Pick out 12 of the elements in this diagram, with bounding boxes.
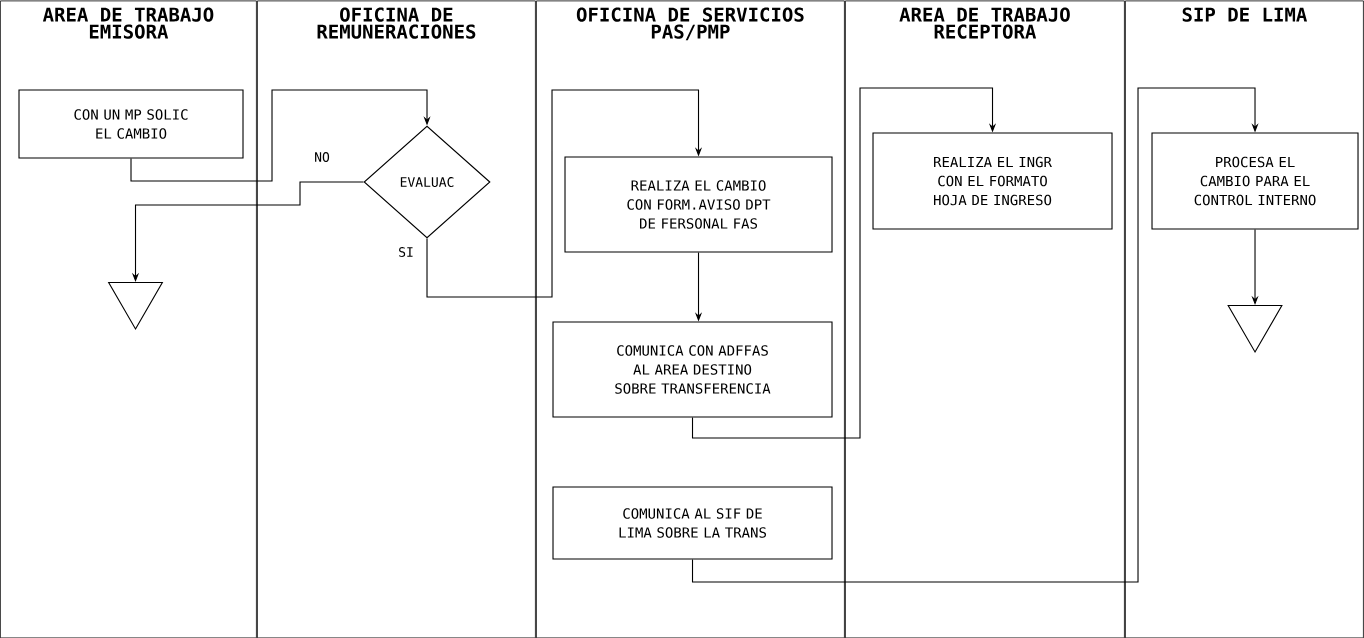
- arrow: [691, 87, 997, 439]
- process-box: PROCESA EL CAMBIO PARA EL CONTROL INTERNO: [1151, 132, 1359, 230]
- process-box: COMUNICA AL SIF DE LIMA SOBRE LA TRANS: [552, 486, 833, 560]
- edge-label: SI: [397, 246, 415, 258]
- arrow: [130, 89, 431, 182]
- arrow: [426, 89, 703, 298]
- arrow: [691, 87, 1259, 583]
- edge-label: NO: [313, 151, 331, 163]
- process-box: REALIZA EL CAMBIO CON FORM.AVISO DPT DE FERSONAL FAS: [564, 156, 833, 253]
- process-box: REALIZA EL INGR CON EL FORMATO HOJA DE INGRESO: [872, 132, 1113, 230]
- process-box: COMUNICA CON ADFFAS AL AREA DESTINO SOBRE TRANSFERENCIA: [552, 321, 833, 418]
- process-box: CON UN MP SOLIC EL CAMBIO: [18, 89, 244, 159]
